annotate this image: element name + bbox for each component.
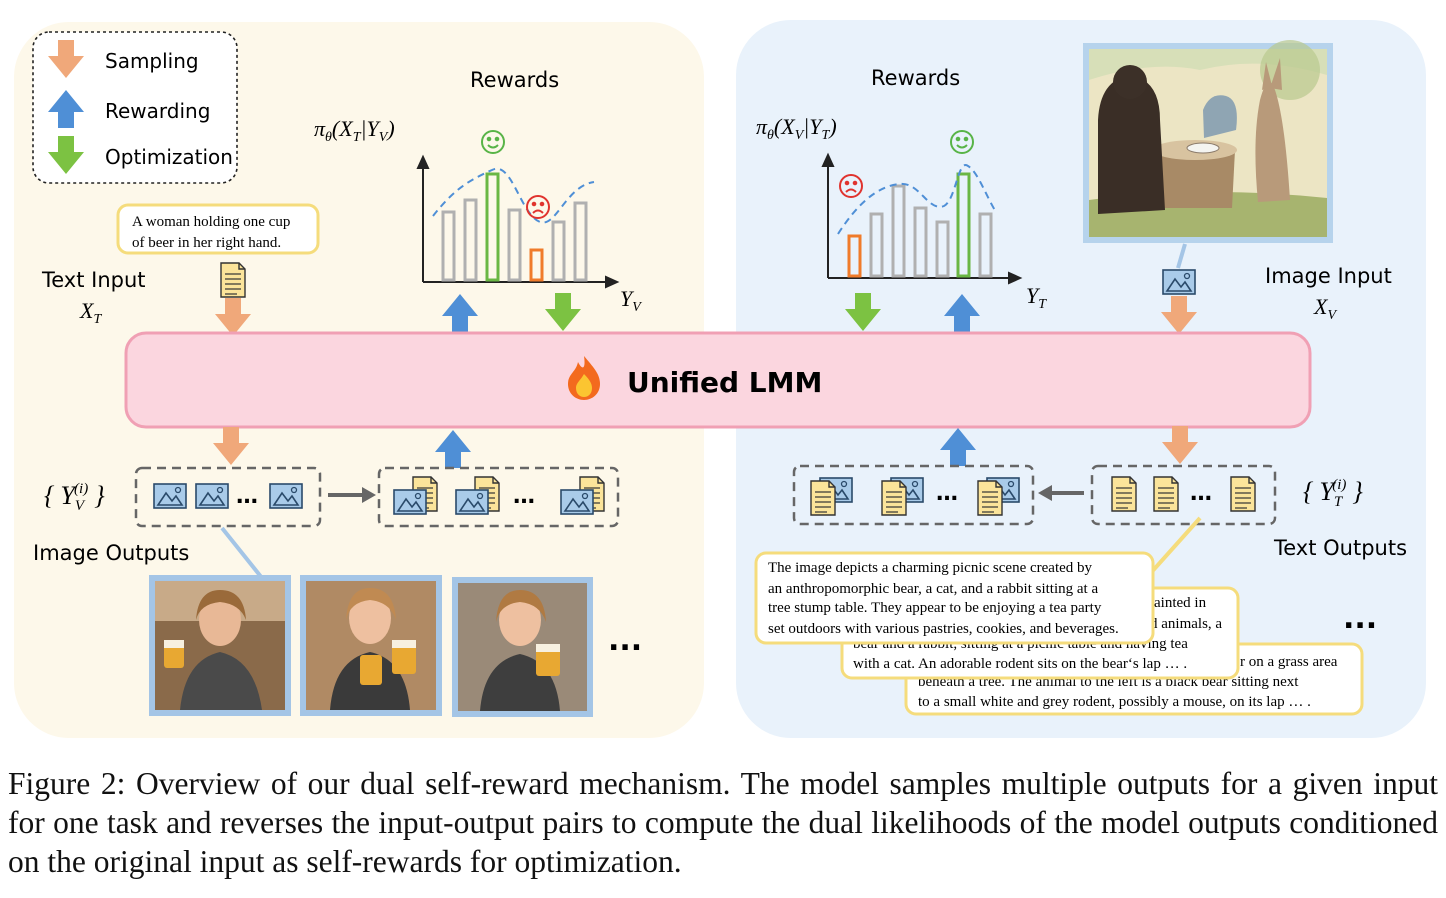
left-reward-axes xyxy=(416,154,620,289)
output-photo-3 xyxy=(452,577,593,717)
image-outputs-set: {YV(i)} xyxy=(44,481,105,514)
legend-rewarding: Rewarding xyxy=(105,99,210,123)
right-bar-worst xyxy=(847,234,862,278)
image-output-connector xyxy=(220,526,264,580)
left-sad-face-icon xyxy=(526,195,550,219)
image-sample-icon-1 xyxy=(153,483,187,509)
image-reverse-group xyxy=(377,466,620,528)
left-reward-bars xyxy=(441,172,588,282)
prompt-line-2: of beer in her right hand. xyxy=(132,235,281,251)
right-bar-4 xyxy=(913,206,928,278)
left-bar-best xyxy=(485,172,500,282)
image-sample-icon-2 xyxy=(195,483,229,509)
text-outputs-label: Text Outputs xyxy=(1273,536,1407,560)
right-reward-axes xyxy=(821,152,1023,285)
captions-ellipsis: ... xyxy=(1343,601,1377,636)
text-outputs-set: {YT(i)} xyxy=(1303,477,1363,510)
left-bar-2 xyxy=(463,198,478,282)
svg-text:The image depicts a charming p: The image depicts a charming picnic scen… xyxy=(768,560,1093,576)
left-axis-label: YV xyxy=(620,286,642,315)
svg-text:d animals, a: d animals, a xyxy=(1150,616,1222,632)
image-input-var: XV xyxy=(1313,294,1337,323)
image-outputs-label: Image Outputs xyxy=(33,541,189,565)
caption-reverse-group xyxy=(792,464,1035,526)
unified-lmm-block xyxy=(124,331,1312,429)
left-bar-4 xyxy=(507,208,522,282)
right-reward-curve xyxy=(837,164,997,235)
output-photo-1 xyxy=(149,575,291,716)
right-axis-label: YT xyxy=(1026,283,1047,312)
caption-sample-icon-1 xyxy=(1111,476,1137,512)
prompt-line-1: A woman holding one cup xyxy=(132,214,290,230)
svg-text:tree stump table. They appear: tree stump table. They appear to be enjo… xyxy=(768,600,1102,616)
right-reward-bars xyxy=(847,172,993,278)
legend-optimization: Optimization xyxy=(105,145,233,169)
painting-connector xyxy=(1176,243,1187,269)
figure-caption: Figure 2: Overview of our dual self-rewa… xyxy=(8,766,1438,879)
legend-sampling: Sampling xyxy=(105,49,199,73)
caption-samples-group xyxy=(1090,464,1277,526)
tea-party-painting xyxy=(1083,40,1333,243)
legend: Sampling Rewarding Optimization xyxy=(32,31,238,184)
image-input-icon xyxy=(1162,269,1196,295)
text-input-label: Text Input xyxy=(41,268,146,292)
left-bar-worst xyxy=(529,248,544,282)
caption-bubble-front: The image depicts a charming picnic scen… xyxy=(754,551,1155,645)
right-rewards-title: Rewards xyxy=(871,66,960,90)
left-happy-face-icon xyxy=(481,130,505,154)
right-bar-3 xyxy=(891,184,906,278)
svg-text:to a small white and grey rode: to a small white and grey rodent, possib… xyxy=(918,694,1311,710)
image-input-label: Image Input xyxy=(1265,264,1392,288)
photos-ellipsis: ... xyxy=(608,623,642,658)
image-samples-ellipsis: … xyxy=(236,484,258,509)
svg-text:an anthropomorphic bear, a cat: an anthropomorphic bear, a cat, and a ra… xyxy=(768,581,1098,597)
image-to-text-conversion-arrow xyxy=(328,487,376,503)
prompt-bubble xyxy=(116,203,320,255)
svg-text:r on a grass area: r on a grass area xyxy=(1240,654,1338,670)
dual-self-reward-diagram: Sampling Rewarding Optimization Rewards … xyxy=(14,20,1426,738)
reverse-docs-ellipsis: … xyxy=(936,481,958,506)
right-bar-5 xyxy=(935,220,950,278)
svg-text:set outdoors with various past: set outdoors with various pastries, cook… xyxy=(768,621,1119,637)
left-bar-7 xyxy=(573,201,588,282)
svg-text:with a cat. An adorable rodent: with a cat. An adorable rodent sits on t… xyxy=(853,656,1187,672)
left-rewards-title: Rewards xyxy=(470,68,559,92)
caption-sample-icon-2 xyxy=(1153,476,1179,512)
caption-samples-ellipsis: … xyxy=(1190,481,1212,506)
output-photo-2 xyxy=(300,575,442,716)
right-bar-7 xyxy=(978,212,993,278)
left-reward-curve xyxy=(432,167,595,224)
text-input-var: XT xyxy=(79,298,102,327)
left-bar-6 xyxy=(551,220,566,282)
left-bar-1 xyxy=(441,210,456,282)
right-policy-label: πθ(XV|YT) xyxy=(756,114,837,143)
right-sad-face-icon xyxy=(839,174,863,198)
fire-icon xyxy=(568,356,600,400)
right-happy-face-icon xyxy=(950,130,974,154)
text-to-image-conversion-arrow xyxy=(1038,485,1084,501)
image-sample-icon-3 xyxy=(269,483,303,509)
reverse-pairs-ellipsis: … xyxy=(513,484,535,509)
prompt-document-icon xyxy=(220,262,246,298)
left-policy-label: πθ(XT|YV) xyxy=(314,116,395,145)
image-samples-group xyxy=(134,466,322,528)
svg-text:ainted in: ainted in xyxy=(1154,595,1207,611)
right-bar-best xyxy=(956,172,971,278)
unified-lmm-label: Unified LMM xyxy=(627,366,822,399)
right-bar-2 xyxy=(869,212,884,278)
caption-sample-icon-3 xyxy=(1230,476,1256,512)
